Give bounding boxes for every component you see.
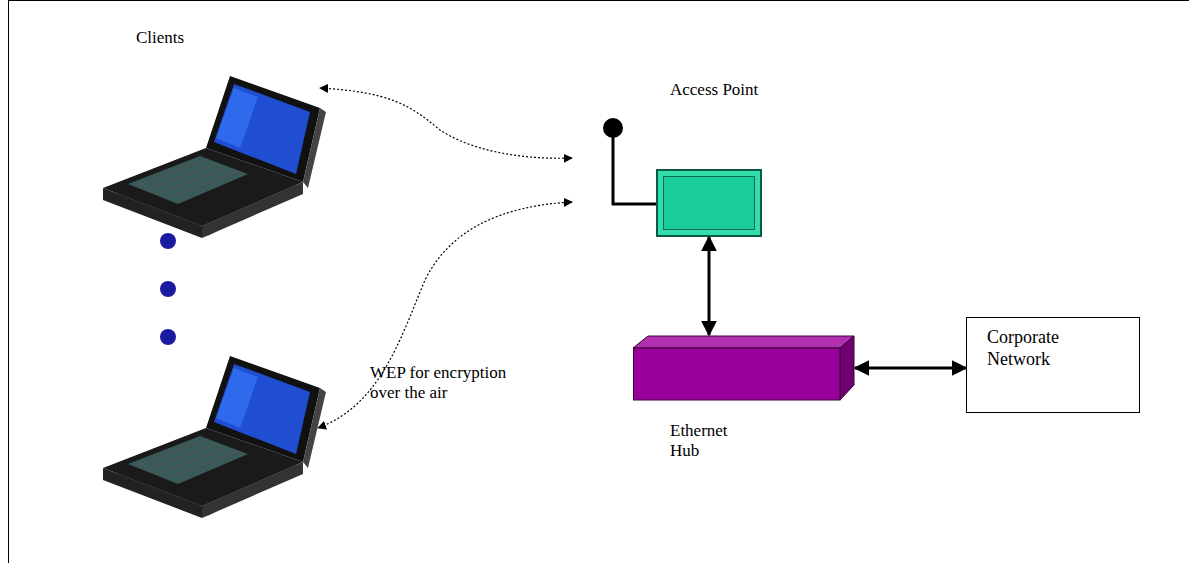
access-point-box (656, 169, 762, 237)
ellipsis-dot (160, 329, 176, 345)
access-point-node: Access Point (656, 80, 796, 237)
node-label: Access Point (670, 80, 796, 100)
group-label: Clients (136, 28, 256, 48)
connector-arrow (708, 237, 711, 335)
ellipsis-dot (160, 281, 176, 297)
antenna (603, 118, 657, 205)
node-label: Corporate Network (987, 327, 1119, 370)
laptop-icon (103, 356, 326, 518)
connector-arrow (855, 367, 966, 370)
hub-shape (633, 335, 855, 401)
note-label: WEP for encryption over the air (370, 363, 510, 404)
hub-box (633, 335, 855, 401)
hub-node: Ethernet Hub (633, 335, 855, 462)
radio-link (320, 88, 572, 158)
ellipsis-dot (160, 233, 176, 249)
laptop-icon (103, 76, 326, 238)
network-box: Corporate Network (966, 317, 1140, 413)
node-label: Ethernet Hub (670, 421, 750, 462)
radio-link (318, 202, 572, 428)
